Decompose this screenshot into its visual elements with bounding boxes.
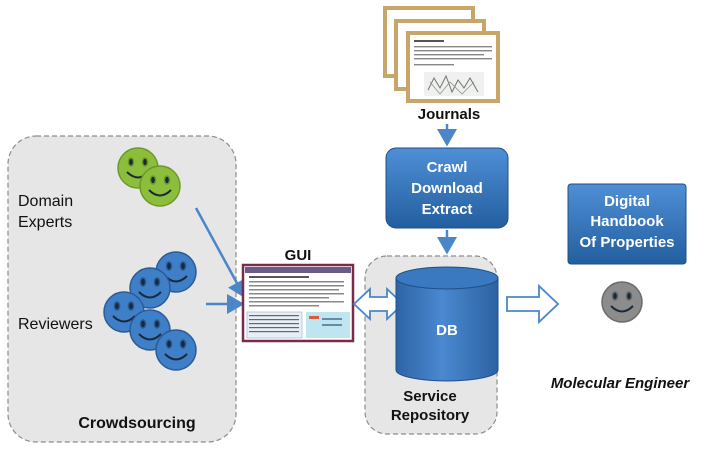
molecular-engineer-label: Molecular Engineer [551,375,691,392]
journals-label: Journals [418,106,481,123]
blue-face-icon [155,329,197,371]
crawl-label: Crawl [427,159,468,176]
green-face-icon [139,165,181,207]
domain-label: Domain [18,193,73,210]
extract-label: Extract [422,201,473,218]
crawl-download-extract-box [385,147,509,229]
reviewers-label: Reviewers [18,316,93,333]
crowdsourcing-panel [7,135,237,443]
db-to-engineer-arrow [506,283,560,325]
crowdsourcing-label: Crowdsourcing [78,415,195,432]
digital-label: Digital [604,193,650,210]
service-label: Service [403,388,456,405]
db-cylinder [395,266,499,382]
engineer-face-icon [601,281,643,323]
handbook-label: Handbook [590,213,664,230]
experts-label: Experts [18,214,72,231]
download-label: Download [411,180,483,197]
db-label: DB [436,322,458,339]
experts-to-gui-arrow [194,207,246,299]
gui-label: GUI [285,247,312,264]
journal-pages [383,6,500,103]
of-properties-label: Of Properties [579,234,674,251]
repository-label: Repository [391,407,470,424]
digital-handbook-box [567,183,687,265]
gui-thumbnail [241,263,355,343]
